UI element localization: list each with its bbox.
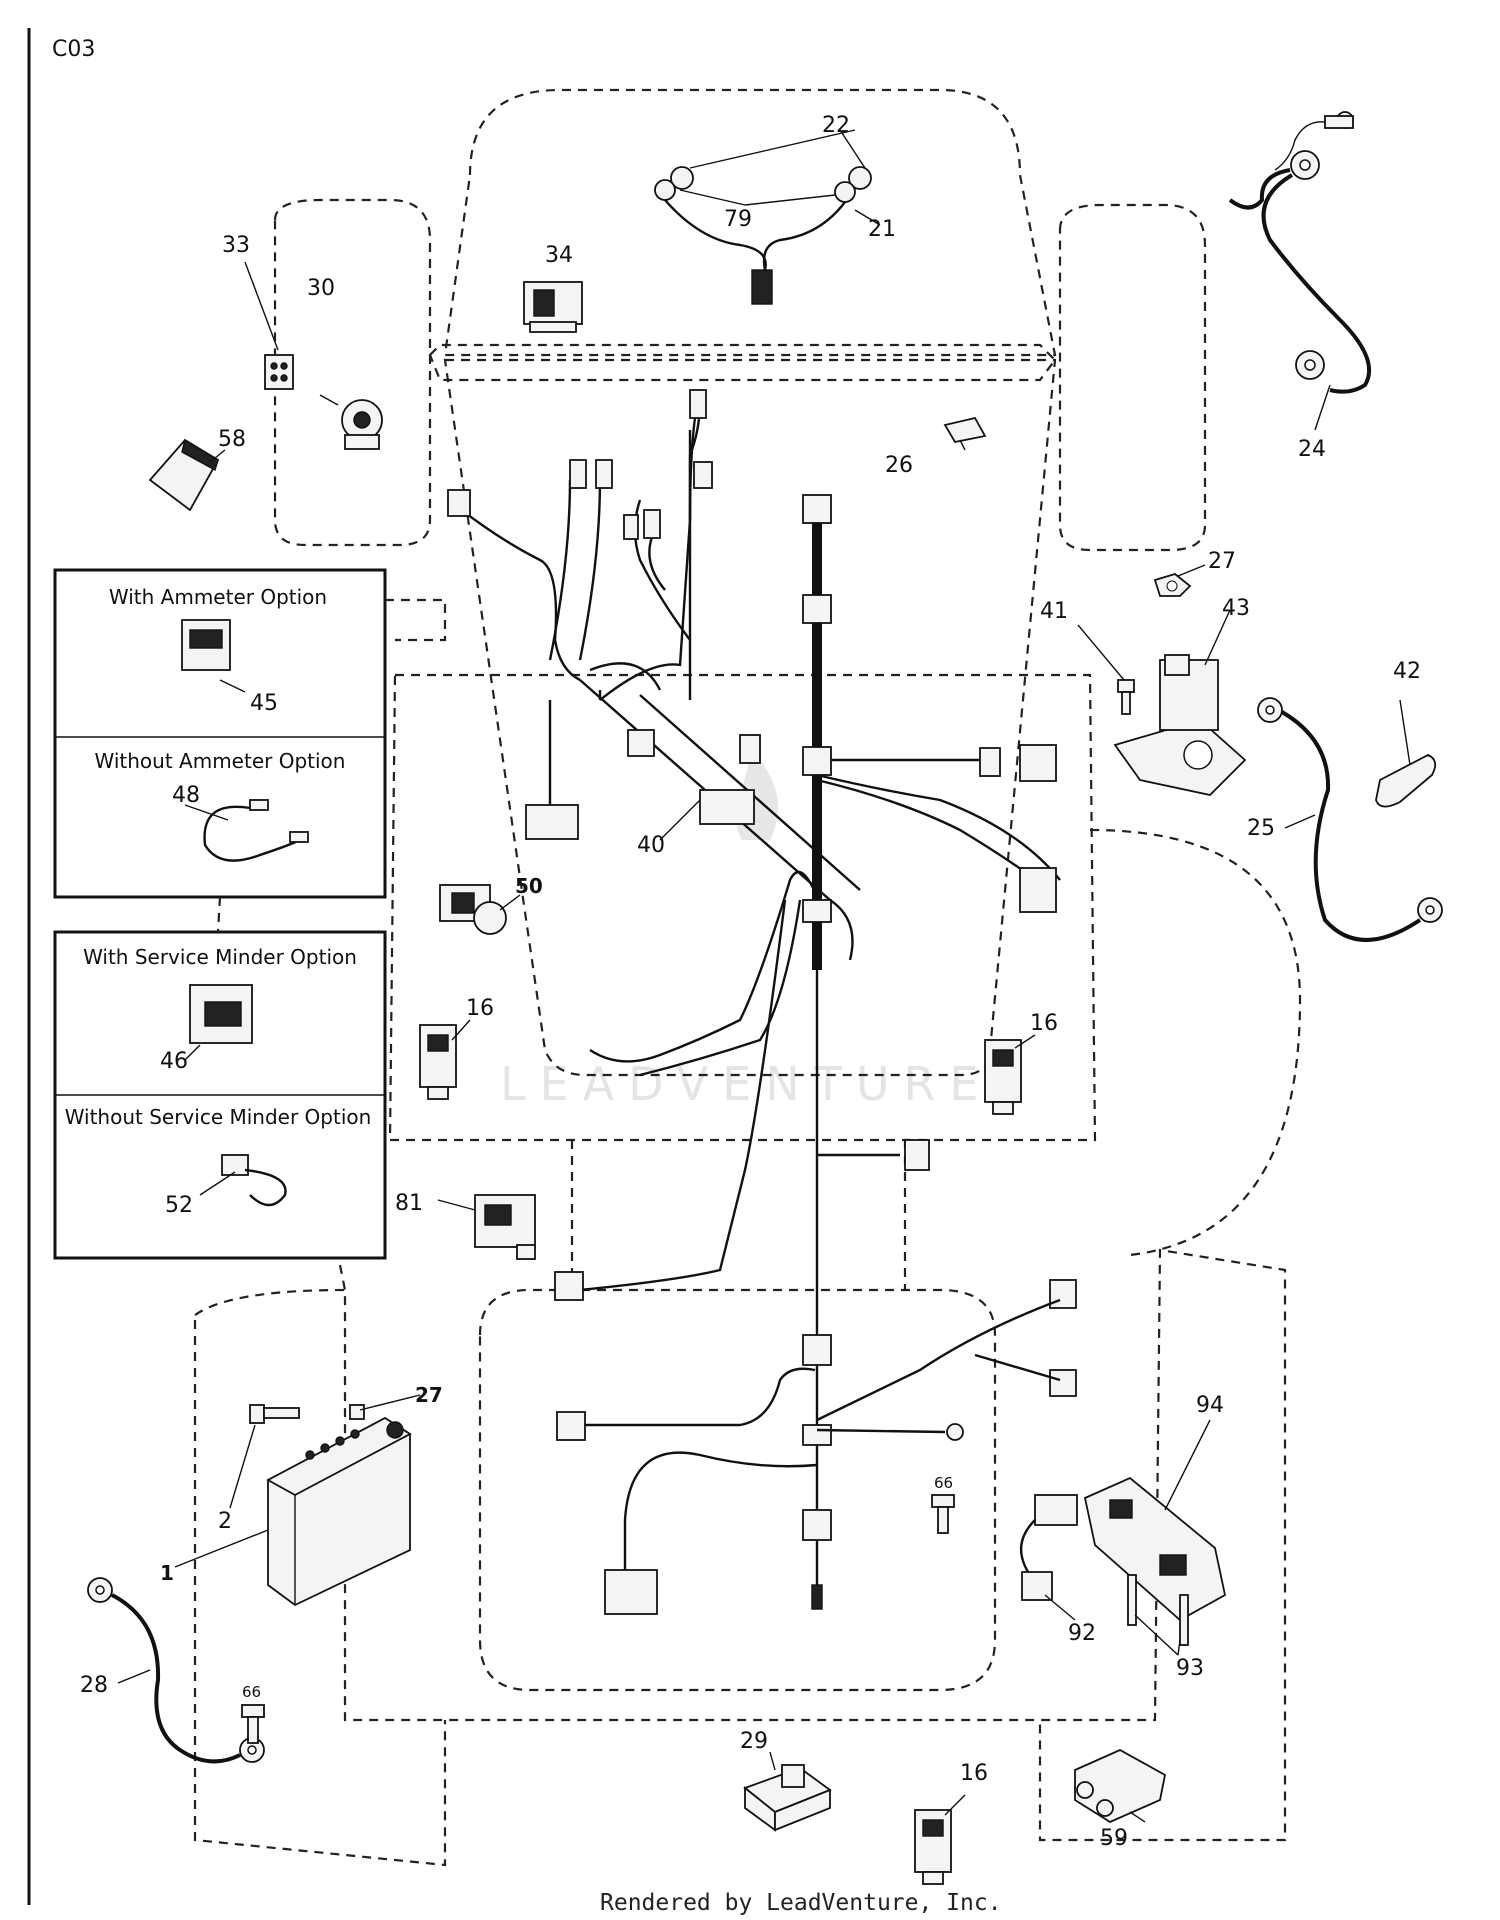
harness-connectors	[447, 389, 1077, 1615]
safety-switch-16-right	[984, 1034, 1036, 1115]
part-58	[148, 438, 226, 512]
callout-58: 58	[218, 427, 246, 452]
callout-52: 52	[165, 1193, 193, 1218]
callout-16-left: 16	[466, 996, 494, 1021]
bolt-41	[1077, 624, 1135, 715]
ignition-module-59	[1074, 1748, 1167, 1824]
headlight-harness	[654, 129, 881, 305]
switch-29	[743, 1751, 832, 1832]
service-minder-46	[184, 984, 253, 1061]
callout-41: 41	[1040, 599, 1068, 624]
relay-26	[943, 416, 987, 451]
callout-45: 45	[250, 691, 278, 716]
jumper-52	[199, 1154, 287, 1207]
battery-cable-28	[87, 1577, 265, 1764]
callout-81: 81	[395, 1191, 423, 1216]
screw-66-b	[241, 1704, 265, 1744]
callout-34: 34	[545, 243, 573, 268]
callout-30: 30	[307, 276, 335, 301]
watermark-text: LEADVENTURE	[500, 1057, 993, 1111]
ground-cable-24	[1228, 111, 1371, 431]
plug-33	[244, 261, 294, 390]
option-without-ammeter: Without Ammeter Option	[95, 749, 346, 773]
safety-switch-16-bottom	[914, 1794, 966, 1885]
safety-switch-16-left	[419, 1019, 471, 1100]
battery-bolt-2	[229, 1404, 300, 1509]
screws-93	[1127, 1574, 1189, 1656]
switch-34	[523, 281, 583, 333]
callout-93: 93	[1176, 1656, 1204, 1681]
callout-1: 1	[160, 1561, 174, 1585]
module-94	[1083, 1419, 1227, 1622]
option-box-ammeter: With Ammeter Option Without Ammeter Opti…	[53, 568, 387, 899]
ammeter-45	[181, 619, 246, 693]
connector-92	[1019, 1494, 1078, 1621]
callout-94: 94	[1196, 1393, 1224, 1418]
callout-59: 59	[1100, 1826, 1128, 1851]
pto-switch-50	[439, 884, 521, 935]
screw-66-a	[931, 1494, 955, 1534]
callout-50: 50	[515, 874, 543, 898]
callout-43: 43	[1222, 596, 1250, 621]
callout-79: 79	[724, 207, 752, 232]
option-without-service-minder: Without Service Minder Option	[65, 1105, 372, 1129]
relay-81	[437, 1194, 536, 1260]
callout-25: 25	[1247, 816, 1275, 841]
option-with-service-minder: With Service Minder Option	[83, 945, 357, 969]
harness-40-leader	[659, 799, 701, 841]
callout-16-bottom: 16	[960, 1761, 988, 1786]
jumper-48	[184, 799, 309, 862]
callout-66-center: 66	[934, 1474, 953, 1492]
callout-66-left: 66	[242, 1683, 261, 1701]
footer-credit: Rendered by LeadVenture, Inc.	[600, 1890, 1002, 1916]
battery-cable-25	[1257, 697, 1443, 942]
ignition-switch-30	[319, 394, 383, 450]
starter-solenoid-43	[1113, 609, 1247, 796]
callout-29: 29	[740, 1729, 768, 1754]
callout-24: 24	[1298, 437, 1326, 462]
page-code: C03	[52, 37, 95, 62]
callout-28: 28	[80, 1673, 108, 1698]
terminal-boot-42	[1375, 699, 1437, 808]
watermark: LEADVENTURE	[500, 740, 993, 1111]
battery-1	[174, 1416, 412, 1607]
callout-27-battery: 27	[415, 1383, 443, 1407]
callout-42: 42	[1393, 659, 1421, 684]
lower-harness-wires	[585, 1298, 1061, 1570]
callout-22: 22	[822, 113, 850, 138]
option-box-service-minder: With Service Minder Option Without Servi…	[53, 896, 387, 1260]
callout-16-right: 16	[1030, 1011, 1058, 1036]
callout-2: 2	[218, 1509, 232, 1534]
callout-27-top: 27	[1208, 549, 1236, 574]
callout-40: 40	[637, 833, 665, 858]
battery-nut-27	[349, 1394, 421, 1420]
callout-46: 46	[160, 1049, 188, 1074]
callout-labels: 22 79 21 34 33 30 58 24 26 27 41 43 42 2…	[80, 113, 1421, 1851]
option-with-ammeter: With Ammeter Option	[109, 585, 327, 609]
callout-48: 48	[172, 783, 200, 808]
callout-33: 33	[222, 233, 250, 258]
nut-27	[1153, 564, 1206, 597]
callout-92: 92	[1068, 1621, 1096, 1646]
callout-26: 26	[885, 453, 913, 478]
callout-21: 21	[868, 217, 896, 242]
